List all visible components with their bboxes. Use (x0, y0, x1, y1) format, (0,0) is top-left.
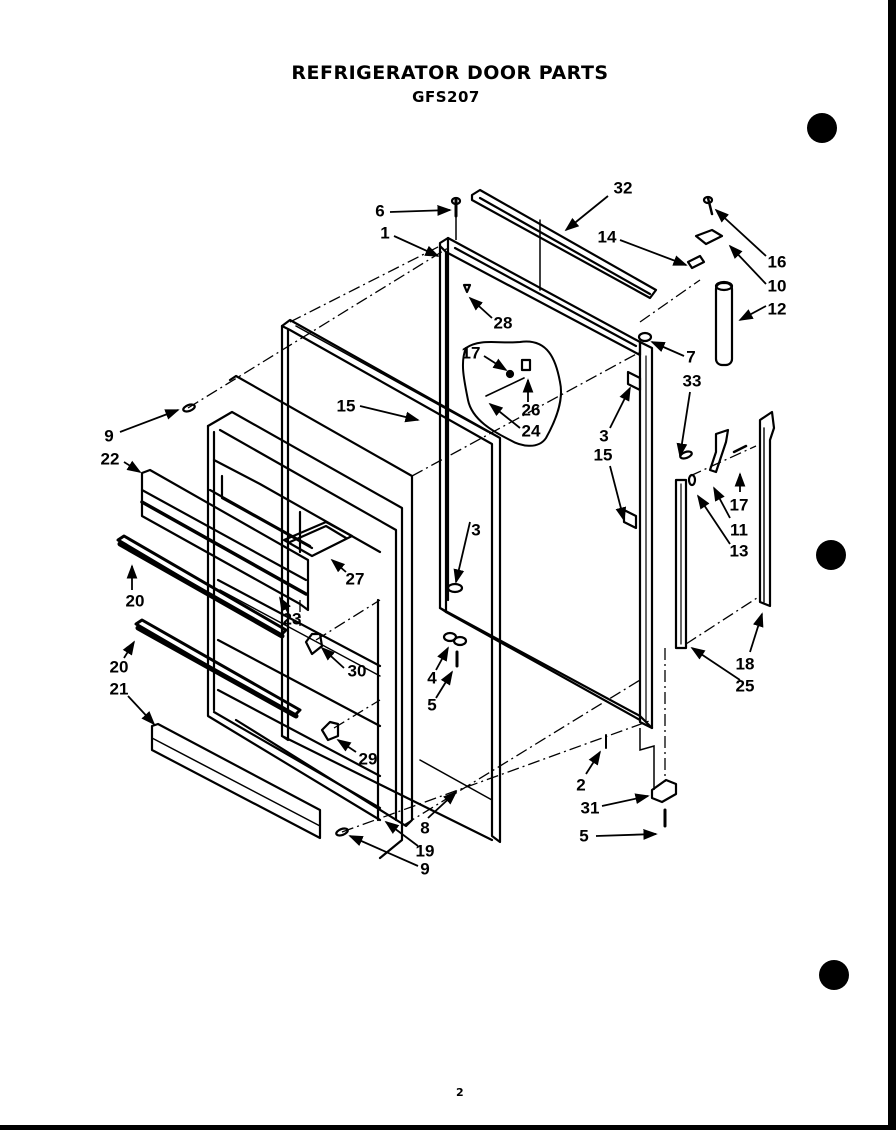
part-callout-25: 25 (735, 676, 755, 696)
shelf-bar-20b (134, 618, 302, 719)
part-callout-12: 12 (767, 299, 787, 319)
part-callout-5: 5 (427, 695, 437, 715)
part-callout-32: 32 (613, 178, 633, 198)
part-callout-7: 7 (686, 347, 696, 367)
part-callout-17: 17 (461, 343, 481, 363)
part-callout-18: 18 (735, 654, 755, 674)
part-callout-1: 1 (380, 223, 390, 243)
shelf-bar-20a (116, 534, 288, 639)
top-trim-strip (470, 188, 658, 300)
part-callout-14: 14 (597, 227, 617, 247)
punch-hole (807, 113, 837, 143)
part-callout-19: 19 (415, 841, 435, 861)
part-callout-3: 3 (471, 520, 481, 540)
handle-tube (714, 280, 734, 367)
scan-right-edge (888, 0, 896, 1130)
punch-hole (816, 540, 846, 570)
part-callout-15: 15 (336, 396, 356, 416)
part-callout-16: 16 (767, 252, 787, 272)
part-callout-9: 9 (420, 859, 430, 879)
part-callout-5: 5 (579, 826, 589, 846)
part-callout-6: 6 (375, 201, 385, 221)
part-callout-22: 22 (100, 449, 120, 469)
part-callout-30: 30 (347, 661, 367, 681)
part-callout-33: 33 (682, 371, 702, 391)
part-callout-9: 9 (104, 426, 114, 446)
part-callout-10: 10 (767, 276, 787, 296)
door-liner (206, 374, 414, 860)
part-callout-15: 15 (593, 445, 613, 465)
part-callout-26: 26 (521, 400, 541, 420)
door-outer-panel (438, 236, 654, 730)
part-callout-28: 28 (493, 313, 513, 333)
part-callout-20: 20 (109, 657, 129, 677)
side-trim-18 (758, 410, 776, 608)
part-callout-11: 11 (730, 520, 748, 540)
part-callout-24: 24 (521, 421, 541, 441)
part-callout-21: 21 (109, 679, 129, 699)
part-callout-2: 2 (576, 775, 586, 795)
part-callout-31: 31 (580, 798, 600, 818)
part-callout-4: 4 (427, 668, 437, 688)
part-callout-13: 13 (729, 541, 749, 561)
shelf-rail-22 (140, 468, 310, 612)
part-callout-23: 23 (282, 609, 302, 629)
diagram-title: REFRIGERATOR DOOR PARTS (291, 62, 609, 84)
punch-hole (819, 960, 849, 990)
part-callout-17: 17 (729, 495, 749, 515)
part-callout-29: 29 (358, 749, 378, 769)
scan-bottom-edge (0, 1125, 896, 1130)
side-strip-25 (674, 478, 688, 650)
page-number: 2 (456, 1086, 464, 1099)
part-callout-8: 8 (420, 818, 430, 838)
part-callout-3: 3 (599, 426, 609, 446)
bottom-rail-21 (150, 722, 322, 840)
part-callout-27: 27 (345, 569, 365, 589)
model-number: GFS207 (412, 88, 480, 106)
part-callout-20: 20 (125, 591, 145, 611)
